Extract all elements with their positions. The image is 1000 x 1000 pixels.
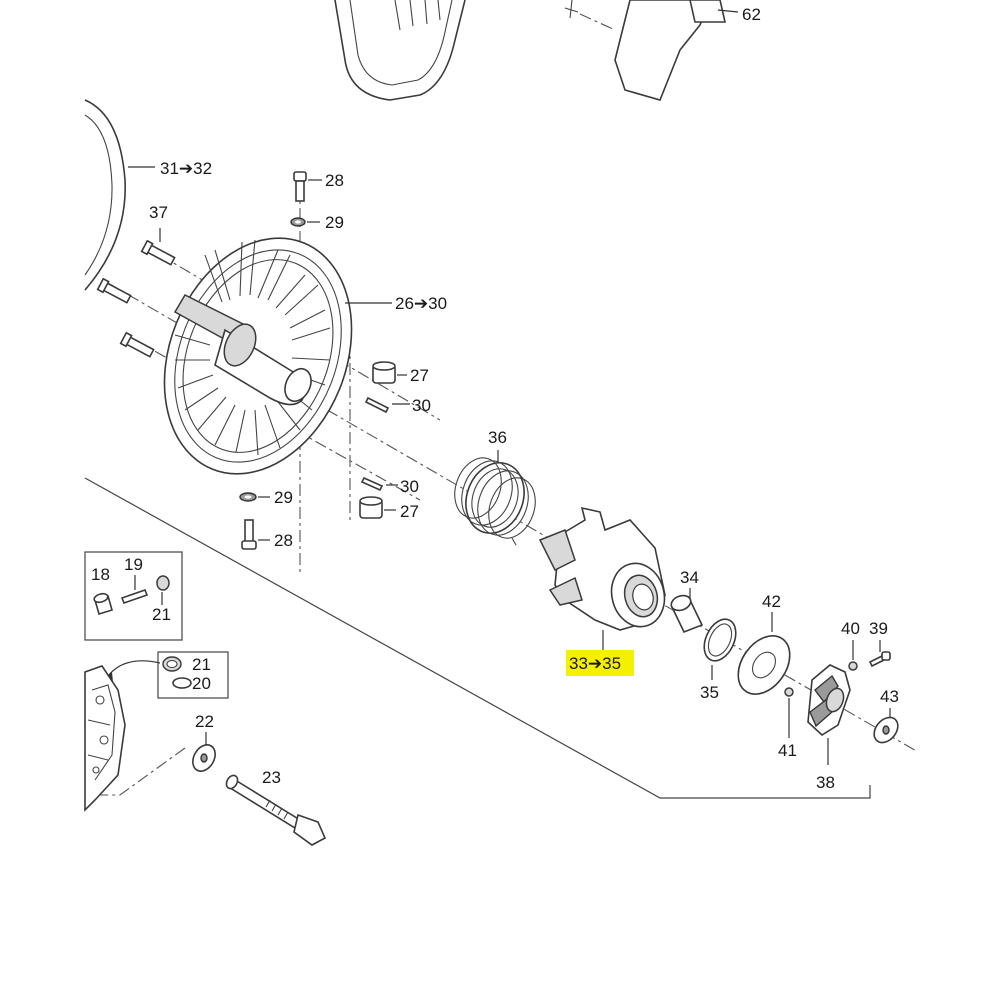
callout-41: 41	[778, 741, 797, 760]
part-19-pin	[120, 575, 149, 605]
part-39-screw	[868, 640, 891, 668]
engine-housing	[84, 665, 126, 812]
part-40-nut	[848, 640, 858, 671]
part-35-circlip	[703, 618, 737, 680]
callout-29-top: 29	[325, 213, 344, 232]
callout-28-top: 28	[325, 171, 344, 190]
part-33-35-cam	[538, 506, 666, 650]
drive-belt	[334, 0, 466, 101]
callout-26-30: 26➔30	[395, 294, 447, 313]
callout-62: 62	[742, 5, 761, 24]
callout-highlight	[566, 650, 634, 676]
part-22-washer	[192, 732, 216, 772]
part-62-cover	[564, 0, 739, 101]
callout-43: 43	[880, 687, 899, 706]
callout-27-bottom: 27	[400, 502, 419, 521]
callout-30-top: 30	[412, 396, 431, 415]
callout-42: 42	[762, 592, 781, 611]
detail-box-18-19-21	[84, 551, 183, 641]
part-27-top-roller	[372, 361, 407, 384]
part-31-32-drive-pulley	[84, 99, 155, 291]
callout-40: 40	[841, 619, 860, 638]
part-28-top-screw	[293, 171, 322, 202]
part-29-top-oring	[290, 217, 320, 227]
part-43-washer	[873, 708, 899, 744]
part-20-oring	[172, 677, 192, 689]
detail-box-21-20	[104, 651, 229, 699]
part-38-bracket	[807, 664, 851, 765]
callout-31-32: 31➔32	[160, 159, 212, 178]
callout-21: 21	[192, 655, 211, 674]
callout-27-top: 27	[410, 366, 429, 385]
part-36-spring	[454, 450, 536, 546]
part-41-nut	[784, 687, 794, 738]
callout-34: 34	[680, 568, 699, 587]
callout-29-bottom: 29	[274, 488, 293, 507]
part-21-ring	[162, 656, 182, 672]
callout-23: 23	[262, 768, 281, 787]
callout-37: 37	[149, 203, 168, 222]
part-42-washer	[737, 612, 791, 695]
callout-28-bottom: 28	[274, 531, 293, 550]
part-27-bottom-roller	[359, 496, 396, 519]
part-23-bolt	[225, 774, 327, 846]
callout-35: 35	[700, 683, 719, 702]
part-26-30-sheave	[163, 237, 392, 475]
callout-38: 38	[816, 773, 835, 792]
callout-30-bottom: 30	[400, 477, 419, 496]
callout-19: 19	[124, 555, 143, 574]
callout-39: 39	[869, 619, 888, 638]
callout-21-box: 21	[152, 605, 171, 624]
part-21-ring-box	[156, 575, 170, 605]
callout-33-35: 33➔35	[569, 654, 621, 673]
part-30-top-pin	[364, 396, 410, 414]
part-37-pins	[96, 228, 176, 358]
callout-22: 22	[195, 712, 214, 731]
callout-labels: 62 31➔32 37 28 29 26➔30 27 30 36 30 29 2…	[91, 5, 899, 792]
callout-18: 18	[91, 565, 110, 584]
callout-20: 20	[192, 674, 211, 693]
part-18-sleeve	[93, 592, 113, 616]
part-34-bushing	[670, 588, 704, 634]
part-30-bottom-pin	[360, 476, 398, 492]
callout-36: 36	[488, 428, 507, 447]
part-28-bottom-screw	[241, 519, 270, 550]
part-29-bottom-oring	[239, 492, 270, 502]
